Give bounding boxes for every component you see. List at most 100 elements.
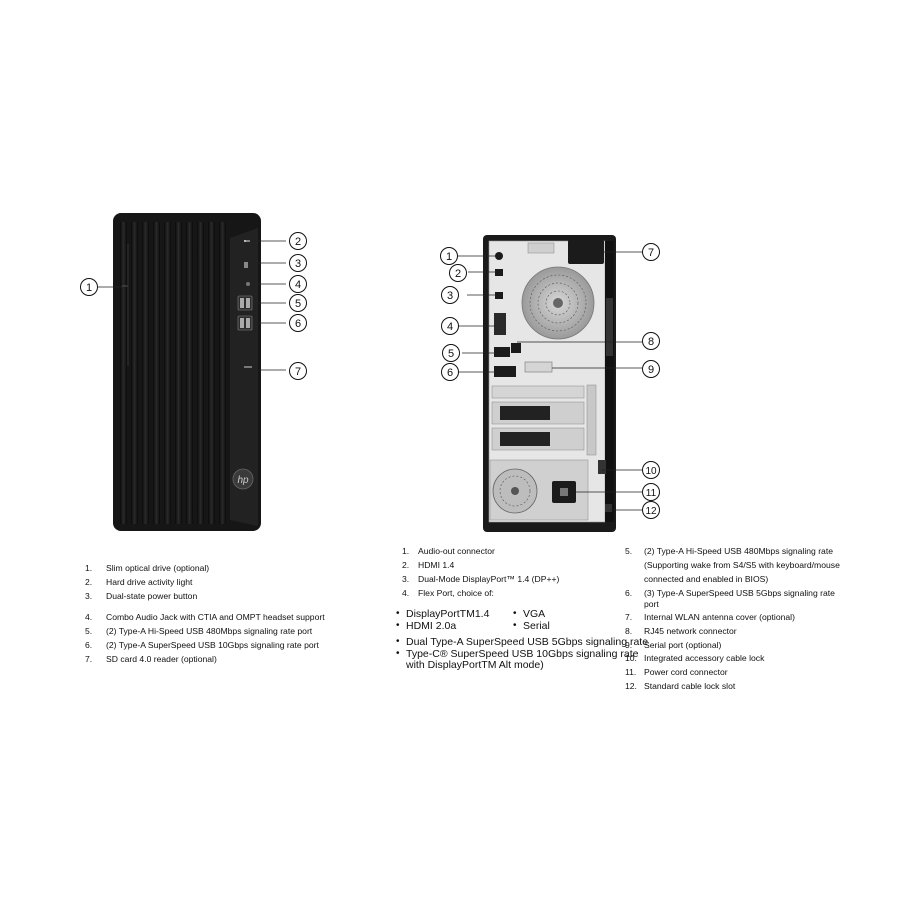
front-callout-label-6: 6 [295, 318, 301, 330]
rear-list-num-3: 3. [402, 574, 410, 584]
psu-fan [492, 468, 538, 514]
serial-port [524, 361, 553, 373]
extra-bullet-1: • [396, 636, 400, 647]
rear-list-text-11: Power cord connector [644, 667, 728, 677]
hdmi-port [495, 269, 503, 276]
rear-list-text-1: Audio-out connector [418, 546, 495, 556]
rj45-port [511, 343, 521, 353]
rear-callout-label-3: 3 [447, 290, 453, 302]
flex-option-2b: Serial [523, 620, 550, 632]
front-callout-label-4: 4 [295, 279, 301, 291]
accessory-cable-lock [598, 460, 606, 474]
extra-port-3: with DisplayPortTM Alt mode) [406, 659, 544, 671]
rear-callout-label-5: 5 [448, 348, 454, 360]
front-callout-1 [80, 278, 98, 296]
front-callout-label-7: 7 [295, 366, 301, 378]
front-list-num-3: 3. [85, 591, 93, 601]
rear-callout-label-8: 8 [648, 336, 654, 348]
front-callout-4 [289, 275, 307, 293]
rear-list-num-9: 9. [625, 640, 633, 650]
rear-callout-6 [441, 363, 459, 381]
extra-port-2: Type-C® SuperSpeed USB 10Gbps signaling … [406, 648, 639, 660]
front-callout-5 [289, 294, 307, 312]
extra-port-1: Dual Type-A SuperSpeed USB 5Gbps signali… [406, 636, 649, 648]
rear-usb-hi-speed [494, 347, 510, 357]
front-callout-label-1: 1 [86, 282, 92, 294]
rear-list-num-6: 6. [625, 588, 633, 598]
rear-callout-11 [642, 483, 660, 501]
rear-callout-label-9: 9 [648, 364, 654, 376]
front-callout-6 [289, 314, 307, 332]
rear-callout-3 [441, 286, 459, 304]
front-callout-7 [289, 362, 307, 380]
front-list-num-6: 6. [85, 640, 93, 650]
front-list-text-2: Hard drive activity light [106, 577, 193, 587]
rear-callout-7 [642, 243, 660, 261]
flex-bullet-1a: • [396, 608, 400, 619]
displayport-port [495, 292, 503, 299]
rear-list-num-8: 8. [625, 626, 633, 636]
rear-list-text-8: RJ45 network connector [644, 626, 737, 636]
rear-list-text-6: (3) Type-A SuperSpeed USB 5Gbps signalin… [644, 588, 835, 598]
front-list-num-1: 1. [85, 563, 93, 573]
rear-list-text-4: Flex Port, choice of: [418, 588, 494, 598]
rear-list-num-11: 11. [625, 667, 637, 677]
flex-option-1b: VGA [523, 608, 546, 620]
front-callout-2 [289, 232, 307, 250]
front-list-text-5: (2) Type-A Hi-Speed USB 480Mbps signalin… [106, 626, 313, 636]
rear-usb-superspeed [494, 366, 516, 377]
rear-callout-12 [642, 501, 660, 519]
flex-bullet-1b: • [513, 608, 517, 619]
cable-lock-slot [605, 504, 612, 512]
rear-list-text-5: (2) Type-A Hi-Speed USB 480Mbps signalin… [644, 546, 834, 556]
front-callout-3 [289, 254, 307, 272]
rear-callout-label-12: 12 [645, 506, 657, 517]
rear-list-text-12: Standard cable lock slot [644, 681, 736, 691]
rear-list-text-2: HDMI 1.4 [418, 560, 455, 570]
rear-list-num-4: 4. [402, 588, 410, 598]
rear-callout-5 [442, 344, 460, 362]
front-list-num-5: 5. [85, 626, 93, 636]
rear-callout-label-10: 10 [645, 466, 657, 477]
rear-list-num-7: 7. [625, 612, 633, 622]
front-list-text-6: (2) Type-A SuperSpeed USB 10Gbps signali… [106, 640, 319, 650]
rear-callout-4 [441, 317, 459, 335]
flex-option-2a: HDMI 2.0a [406, 620, 457, 632]
wlan-antenna-cover [568, 240, 604, 264]
rear-list-text-5c: connected and enabled in BIOS) [644, 574, 769, 584]
extra-bullet-2: • [396, 648, 400, 659]
audio-jack [246, 282, 250, 286]
rear-list-text-6b: port [644, 599, 659, 609]
rear-callout-label-2: 2 [455, 268, 461, 280]
rear-callout-label-11: 11 [646, 488, 657, 499]
audio-out-port [495, 252, 503, 260]
hdd-activity-light [244, 262, 248, 268]
rear-fan [521, 266, 595, 340]
front-list-num-4: 4. [85, 612, 93, 622]
front-list-text-7: SD card 4.0 reader (optional) [106, 654, 217, 664]
rear-callout-8 [642, 332, 660, 350]
rear-list-text-9: Serial port (optional) [644, 640, 722, 650]
rear-callout-2 [449, 264, 467, 282]
flex-option-1a: DisplayPortTM1.4 [406, 608, 490, 620]
rear-list-text-5b: (Supporting wake from S4/S5 with keyboar… [644, 560, 840, 570]
rear-callout-10 [642, 461, 660, 479]
hp-logo [232, 468, 254, 490]
front-list-text-1: Slim optical drive (optional) [106, 563, 210, 573]
hp-logo-text: hp [237, 475, 249, 486]
front-list-num-2: 2. [85, 577, 93, 587]
front-list-num-7: 7. [85, 654, 93, 664]
rear-list-num-2: 2. [402, 560, 410, 570]
rear-callout-1 [440, 247, 458, 265]
flex-bullet-2b: • [513, 620, 517, 631]
rear-callout-9 [642, 360, 660, 378]
front-list-text-4: Combo Audio Jack with CTIA and OMPT head… [106, 612, 325, 622]
front-grille [120, 222, 226, 524]
rear-callout-label-4: 4 [447, 321, 453, 333]
rear-list-text-3: Dual-Mode DisplayPort™ 1.4 (DP++) [418, 574, 560, 584]
rear-list-num-10: 10. [625, 653, 637, 663]
rear-list-text-10: Integrated accessory cable lock [644, 653, 765, 663]
rear-callout-label-6: 6 [447, 367, 453, 379]
